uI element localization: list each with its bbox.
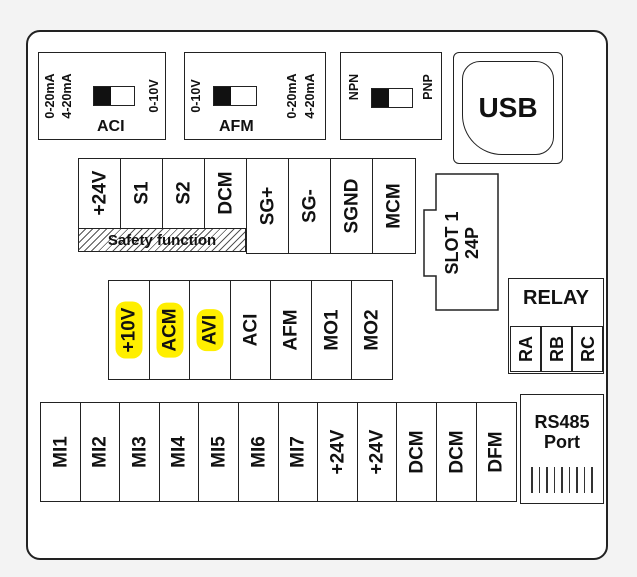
rs485-port-label: Port — [544, 432, 580, 452]
terminal-label: S1 — [131, 180, 153, 205]
terminal-label: AVI — [196, 308, 224, 352]
terminal-label: AFM — [280, 309, 302, 351]
afm-mode-0-20ma: 0-20mA — [284, 73, 299, 119]
afm-mode-0-10v: 0-10V — [188, 79, 203, 113]
terminal-row1-mcm-7[interactable]: MCM — [372, 158, 416, 254]
relay-terminal-ra[interactable]: RA — [510, 326, 541, 372]
slot-1-pins: 24P — [462, 226, 482, 260]
rs485-pin — [583, 467, 585, 493]
usb-port: USB — [462, 61, 554, 155]
terminal-label: S2 — [173, 180, 195, 205]
relay-terminal-label: RC — [577, 336, 598, 362]
npn-pnp-dip-switch[interactable] — [371, 88, 413, 108]
terminal-row3-plus24v-7[interactable]: +24V — [317, 402, 359, 502]
terminal-label: +10V — [115, 301, 143, 359]
terminal-label: ACI — [240, 313, 261, 347]
terminal-row3-mi3-2[interactable]: MI3 — [119, 402, 161, 502]
terminal-row3-plus24v-8[interactable]: +24V — [356, 402, 398, 502]
usb-port-frame[interactable]: USB — [453, 52, 563, 164]
rs485-pin — [591, 467, 593, 493]
safety-function-label: Safety function — [107, 232, 217, 249]
terminal-row2-acm-1[interactable]: ACM — [148, 280, 191, 380]
terminal-label: DCM — [215, 170, 237, 215]
terminal-row3-mi4-3[interactable]: MI4 — [158, 402, 200, 502]
terminal-row3-mi7-6[interactable]: MI7 — [277, 402, 319, 502]
rs485-label: RS485 — [534, 412, 590, 432]
terminal-row3-mi1-0[interactable]: MI1 — [40, 402, 82, 502]
terminal-label: SG+ — [257, 186, 279, 226]
terminal-row2-mo2-6[interactable]: MO2 — [351, 280, 393, 380]
terminal-row2-afm-4[interactable]: AFM — [270, 280, 312, 380]
aci-mode-0-20ma: 0-20mA — [42, 73, 57, 119]
terminal-row3-mi5-4[interactable]: MI5 — [198, 402, 240, 502]
terminal-row1-dcm-3[interactable]: DCM — [204, 158, 248, 230]
terminal-label: DCM — [446, 430, 468, 474]
terminal-label: MO1 — [321, 309, 342, 351]
terminal-label: ACM — [156, 302, 183, 358]
rs485-pin — [568, 467, 570, 493]
rs485-port[interactable]: RS485 Port — [520, 394, 604, 504]
terminal-row2-avi-2[interactable]: AVI — [189, 280, 231, 380]
terminal-row1-s2-2[interactable]: S2 — [162, 158, 206, 230]
terminal-label: MI2 — [89, 436, 111, 468]
terminal-label: DFM — [485, 431, 507, 473]
rs485-pin — [538, 467, 540, 493]
terminal-label: MI6 — [248, 436, 270, 468]
rs485-pin — [561, 467, 563, 493]
terminal-label: MI7 — [287, 436, 309, 468]
afm-mode-4-20ma: 4-20mA — [302, 73, 317, 119]
pnp-label: PNP — [420, 74, 435, 100]
relay-terminal-rb[interactable]: RB — [541, 326, 572, 372]
terminal-label: MI1 — [50, 436, 72, 468]
terminal-label: MI3 — [129, 436, 151, 468]
rs485-pin — [576, 467, 578, 493]
terminal-label: +24V — [366, 429, 388, 475]
terminal-row2-mo1-5[interactable]: MO1 — [310, 280, 353, 380]
terminal-row3-dcm-9[interactable]: DCM — [396, 402, 438, 502]
terminal-label: DCM — [406, 430, 428, 474]
relay-title: RELAY — [523, 287, 589, 309]
terminal-row3-mi2-1[interactable]: MI2 — [79, 402, 121, 502]
aci-switch-label: ACI — [97, 118, 125, 135]
terminal-row3-dfm-11[interactable]: DFM — [475, 402, 517, 502]
relay-terminal-label: RA — [515, 336, 536, 362]
terminal-label: SGND — [341, 178, 363, 234]
terminal-label: MCM — [383, 183, 405, 229]
terminal-row1-sgplus-4[interactable]: SG+ — [246, 158, 290, 254]
terminal-label: +24V — [89, 170, 111, 216]
terminal-row3-dcm-10[interactable]: DCM — [436, 402, 478, 502]
relay-terminal-rc[interactable]: RC — [572, 326, 603, 372]
terminal-row1-s1-1[interactable]: S1 — [120, 158, 164, 230]
rs485-pin — [553, 467, 555, 493]
slot-1-label: SLOT 1 — [442, 211, 462, 275]
slot-1-outline — [423, 173, 499, 311]
npn-label: NPN — [346, 73, 361, 101]
terminal-row1-plus24v-0[interactable]: +24V — [78, 158, 122, 230]
terminal-label: +24V — [327, 429, 349, 475]
afm-switch-label: AFM — [219, 118, 254, 135]
npn-pnp-switch-block: NPN PNP — [340, 52, 442, 140]
terminal-label: MO2 — [361, 309, 383, 351]
terminal-row2-aci-3[interactable]: ACI — [229, 280, 272, 380]
aci-dip-switch[interactable] — [93, 86, 135, 106]
terminal-label: SG- — [299, 189, 321, 223]
aci-mode-4-20ma: 4-20mA — [59, 73, 74, 119]
aci-mode-0-10v: 0-10V — [146, 79, 161, 113]
terminal-row3-mi6-5[interactable]: MI6 — [238, 402, 280, 502]
usb-label: USB — [478, 92, 538, 123]
rs485-pin — [546, 467, 548, 493]
terminal-row1-sgnd-6[interactable]: SGND — [330, 158, 374, 254]
aci-switch-block: 0-20mA 4-20mA 0-10V ACI — [38, 52, 166, 140]
safety-function-area: Safety function — [78, 228, 246, 252]
afm-dip-switch[interactable] — [213, 86, 257, 106]
terminal-row2-plus10v-0[interactable]: +10V — [108, 280, 150, 380]
rs485-pin — [531, 467, 533, 493]
terminal-row1-sgminus-5[interactable]: SG- — [288, 158, 332, 254]
afm-switch-block: 0-10V 0-20mA 4-20mA AFM — [184, 52, 326, 140]
relay-terminal-label: RB — [546, 336, 567, 362]
terminal-label: MI5 — [208, 436, 230, 468]
terminal-label: MI4 — [168, 436, 190, 468]
